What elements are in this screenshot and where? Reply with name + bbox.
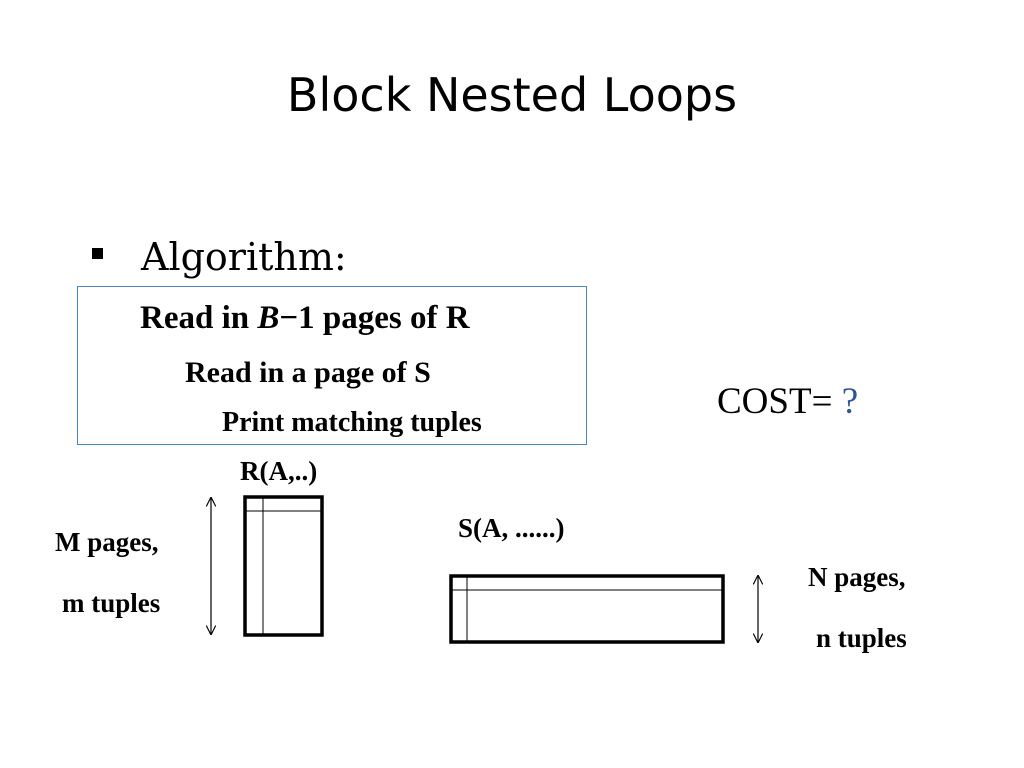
relation-s-rectangle [449,574,725,644]
algorithm-line-print: Print matching tuples [222,407,482,438]
algorithm-box [77,286,587,445]
square-bullet-icon [92,248,103,259]
line1-suffix: −1 pages of R [279,300,470,336]
line1-variable-b: B [257,300,280,336]
slide-title: Block Nested Loops [286,68,738,122]
n-pages-label: N pages, [808,562,906,592]
algorithm-line-inner-loop: Read in a page of S [185,356,431,389]
cost-label: COST= [717,381,842,422]
cost-expression: COST= ? [717,380,858,424]
m-pages-label: M pages, [55,527,159,557]
relation-s-label: S(A, ......) [458,513,565,543]
algorithm-line-outer-loop: Read in B−1 pages of R [140,298,470,338]
line1-prefix: Read in [140,300,258,336]
cost-question-mark: ? [841,381,859,422]
n-tuples-label: n tuples [816,623,907,653]
bullet-algorithm: Algorithm: [141,235,347,279]
m-tuples-label: m tuples [62,588,161,618]
relation-r-label: R(A,..) [240,456,318,486]
relation-r-rectangle [243,495,324,637]
